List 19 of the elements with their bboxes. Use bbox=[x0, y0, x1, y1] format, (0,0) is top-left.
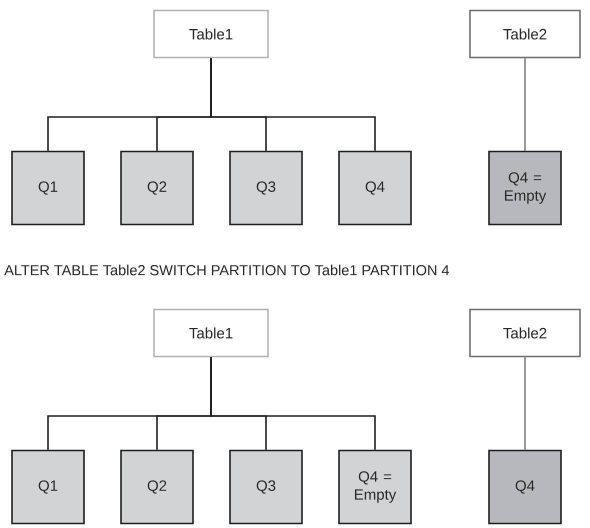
connector-line bbox=[210, 58, 376, 151]
partition-box: Q4 bbox=[338, 150, 412, 226]
table-box: Table1 bbox=[153, 308, 269, 358]
table-box: Table1 bbox=[153, 10, 269, 58]
partition-box: Q2 bbox=[120, 450, 194, 524]
command-text: ALTER TABLE Table2 SWITCH PARTITION TO Table1 PARTITION 4 bbox=[4, 264, 450, 276]
connector-line bbox=[524, 357, 526, 450]
partition-box: Q1 bbox=[11, 450, 85, 524]
partition-box: Q3 bbox=[229, 150, 303, 226]
partition-box: Q4 = Empty bbox=[488, 150, 562, 226]
table-box: Table2 bbox=[469, 308, 581, 358]
partition-box: Q4 bbox=[488, 450, 562, 524]
connector-line bbox=[524, 58, 526, 151]
connector-line bbox=[210, 357, 376, 450]
partition-box: Q3 bbox=[229, 450, 303, 524]
partition-box: Q4 = Empty bbox=[338, 450, 412, 524]
partition-box: Q1 bbox=[11, 150, 85, 226]
table-box: Table2 bbox=[469, 10, 581, 58]
partition-box: Q2 bbox=[120, 150, 194, 226]
